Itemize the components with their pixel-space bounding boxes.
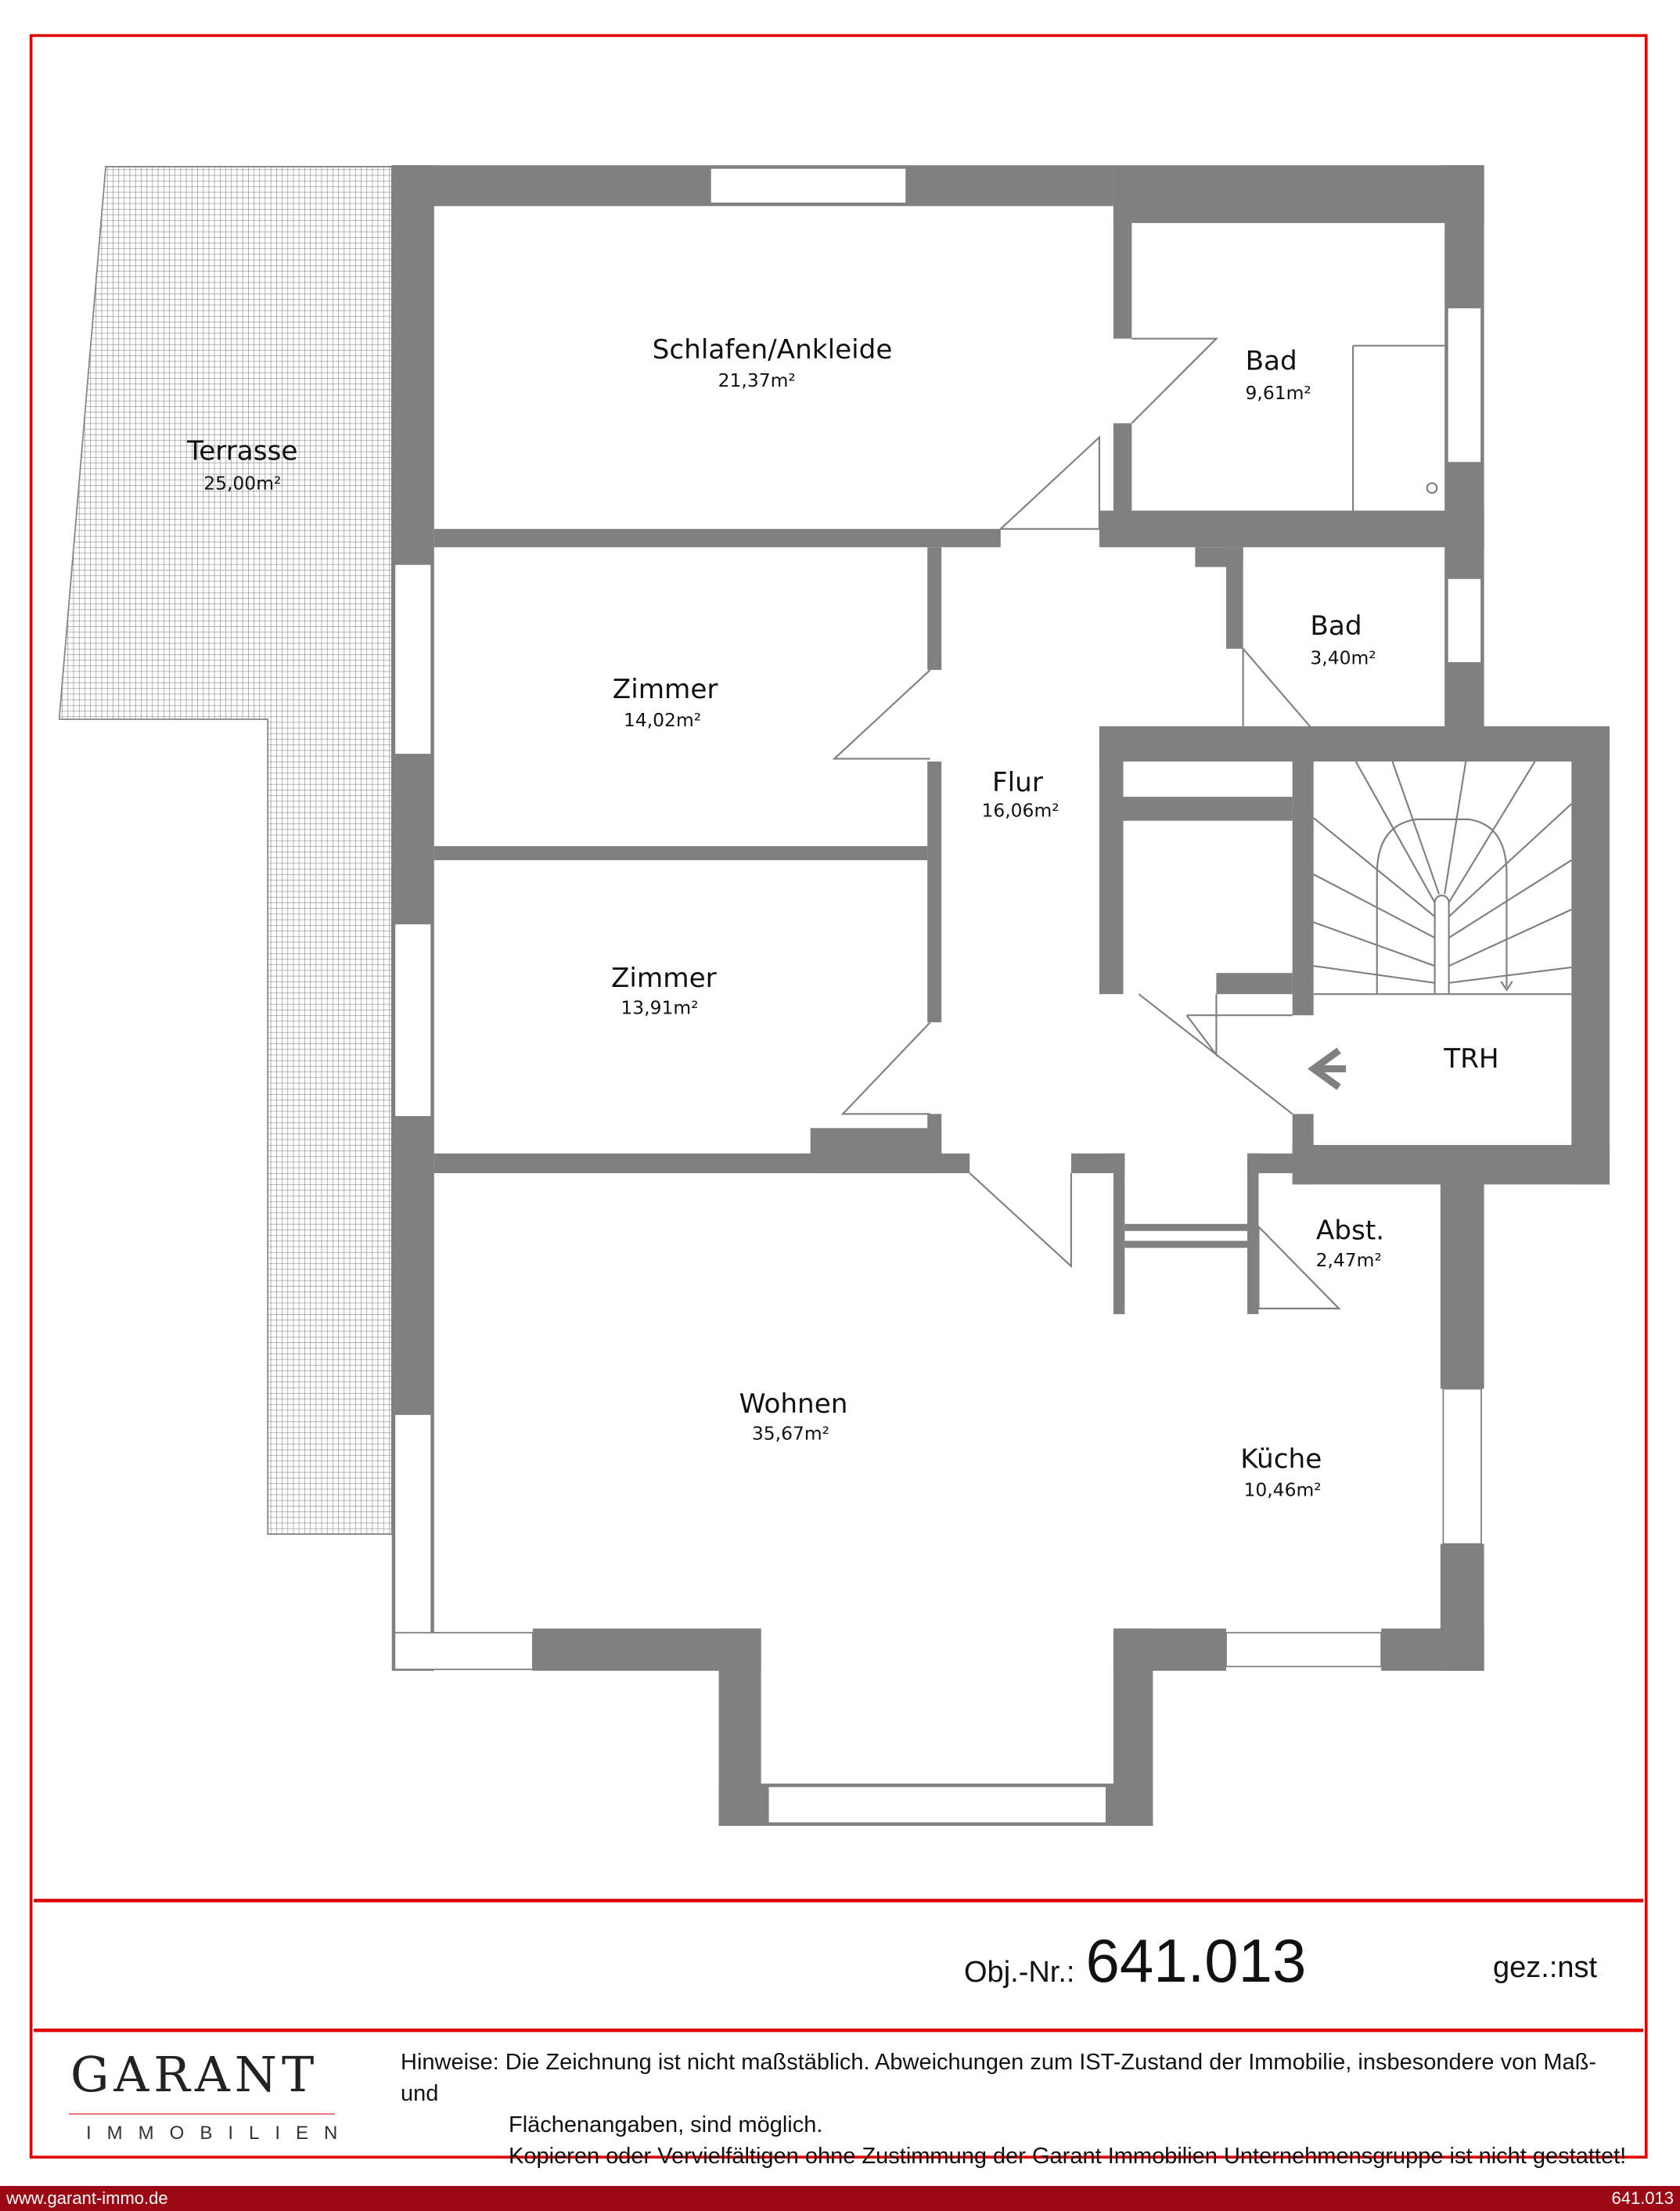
room-labels: Schlafen/Ankleide 21,37m² Bad 9,61m² Ter… xyxy=(186,334,1499,1501)
room-area: 14,02m² xyxy=(624,709,701,731)
room-name: Abst. xyxy=(1316,1215,1384,1247)
room-name: Terrasse xyxy=(186,436,297,467)
walls xyxy=(391,165,1610,1826)
room-name: Küche xyxy=(1240,1443,1322,1475)
room-area: 10,46m² xyxy=(1243,1478,1321,1500)
footer-bar: www.garant-immo.de 641.013 xyxy=(0,2186,1680,2211)
room-name: Flur xyxy=(992,767,1044,798)
entrance-arrow-icon xyxy=(1308,1047,1347,1090)
room-name: Bad xyxy=(1246,345,1297,376)
room-name: Wohnen xyxy=(739,1388,848,1420)
logo-main: GARANT xyxy=(70,2046,319,2103)
disclaimer: Hinweise: Die Zeichnung ist nicht maßstä… xyxy=(401,2047,1637,2172)
terrace xyxy=(58,166,393,1535)
doors xyxy=(832,337,1445,1309)
logo-sub: IMMOBILIEN xyxy=(86,2123,354,2144)
garant-logo: GARANT IMMOBILIEN xyxy=(63,2035,344,2144)
room-name: Bad xyxy=(1310,610,1362,642)
drawn-by: gez.:nst xyxy=(1493,1951,1598,1984)
footer-object-number: 641.013 xyxy=(1611,2188,1674,2208)
room-area: 35,67m² xyxy=(752,1422,829,1444)
room-name: TRH xyxy=(1443,1043,1498,1075)
object-number-label: Obj.-Nr.: xyxy=(964,1956,1075,1989)
room-name: Zimmer xyxy=(613,674,719,705)
notes-line: Kopieren oder Vervielfältigen ohne Zusti… xyxy=(509,2144,1627,2169)
object-number-value: 641.013 xyxy=(1085,1926,1307,1995)
room-area: 16,06m² xyxy=(981,799,1059,821)
room-name: Schlafen/Ankleide xyxy=(653,334,893,365)
website-link[interactable]: www.garant-immo.de xyxy=(6,2188,168,2208)
object-number: Obj.-Nr.: 641.013 xyxy=(964,1925,1306,1997)
room-area: 25,00m² xyxy=(203,472,281,494)
room-area: 2,47m² xyxy=(1316,1249,1382,1271)
frame xyxy=(29,34,1648,2159)
notes-label: Hinweise: xyxy=(401,2050,499,2075)
logo-rule xyxy=(69,2113,335,2115)
notes-line: Flächenangaben, sind möglich. xyxy=(509,2112,823,2137)
notes-line: Die Zeichnung ist nicht maßstäblich. Abw… xyxy=(401,2050,1597,2106)
room-area: 9,61m² xyxy=(1246,382,1311,404)
room-name: Zimmer xyxy=(611,963,718,994)
room-area: 3,40m² xyxy=(1310,647,1376,669)
staircase xyxy=(1313,761,1573,996)
room-area: 13,91m² xyxy=(621,996,698,1018)
room-area: 21,37m² xyxy=(718,369,796,391)
